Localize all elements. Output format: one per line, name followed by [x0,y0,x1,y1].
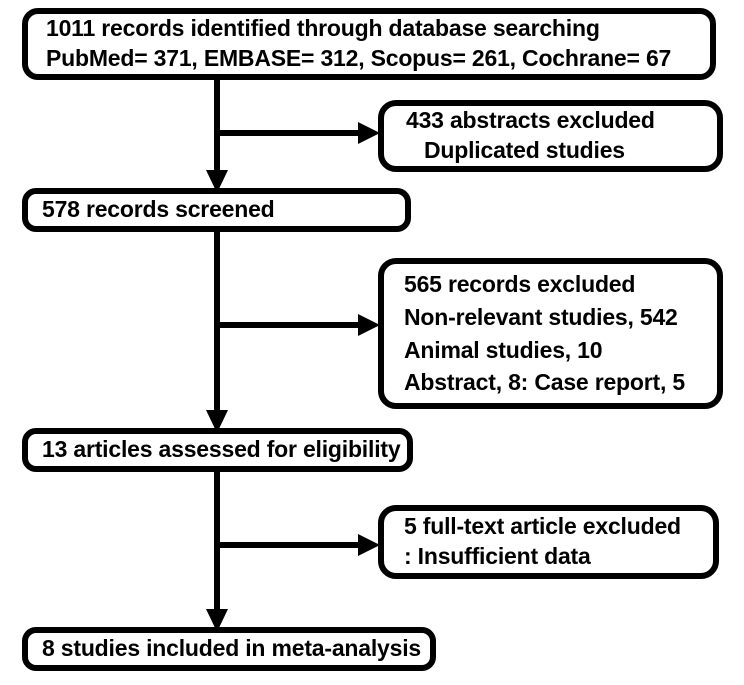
records-screened-line-1: 578 records screened [42,196,275,223]
records-excluded-line-3: Animal studies, 10 [404,336,603,363]
records-excluded-line-2: Non-relevant studies, 542 [404,303,678,330]
fulltext-excluded-line-1: 5 full-text article excluded [404,513,681,540]
records-excluded-line-4: Abstract, 8: Case report, 5 [404,369,685,396]
box-records-identified: 1011 records identified through database… [22,8,716,80]
connector-identified-to-screened [206,80,228,193]
connector-to-abstracts-excluded [217,122,380,144]
box-abstracts-excluded: 433 abstracts excluded Duplicated studie… [378,100,723,172]
connector-to-records-excluded [217,314,380,336]
abstracts-excluded-line-2: Duplicated studies [424,137,625,163]
records-identified-line-2: PubMed= 371, EMBASE= 312, Scopus= 261, C… [46,45,672,71]
box-articles-assessed: 13 articles assessed for eligibility [22,428,413,472]
box-records-screened: 578 records screened [22,188,411,232]
abstracts-excluded-line-1: 433 abstracts excluded [406,107,655,134]
box-fulltext-excluded: 5 full-text article excluded : Insuffici… [378,505,719,579]
connector-screened-to-assessed [206,232,228,433]
records-excluded-line-1: 565 records excluded [404,271,636,298]
connector-assessed-to-included [206,472,228,632]
box-records-excluded: 565 records excluded Non-relevant studie… [378,258,723,409]
connector-to-fulltext-excluded [217,534,380,556]
box-studies-included: 8 studies included in meta-analysis [22,627,436,671]
articles-assessed-line-1: 13 articles assessed for eligibility [42,436,401,463]
records-identified-line-1: 1011 records identified through database… [46,15,600,42]
studies-included-line-1: 8 studies included in meta-analysis [42,635,422,662]
fulltext-excluded-line-2: : Insufficient data [404,543,591,569]
